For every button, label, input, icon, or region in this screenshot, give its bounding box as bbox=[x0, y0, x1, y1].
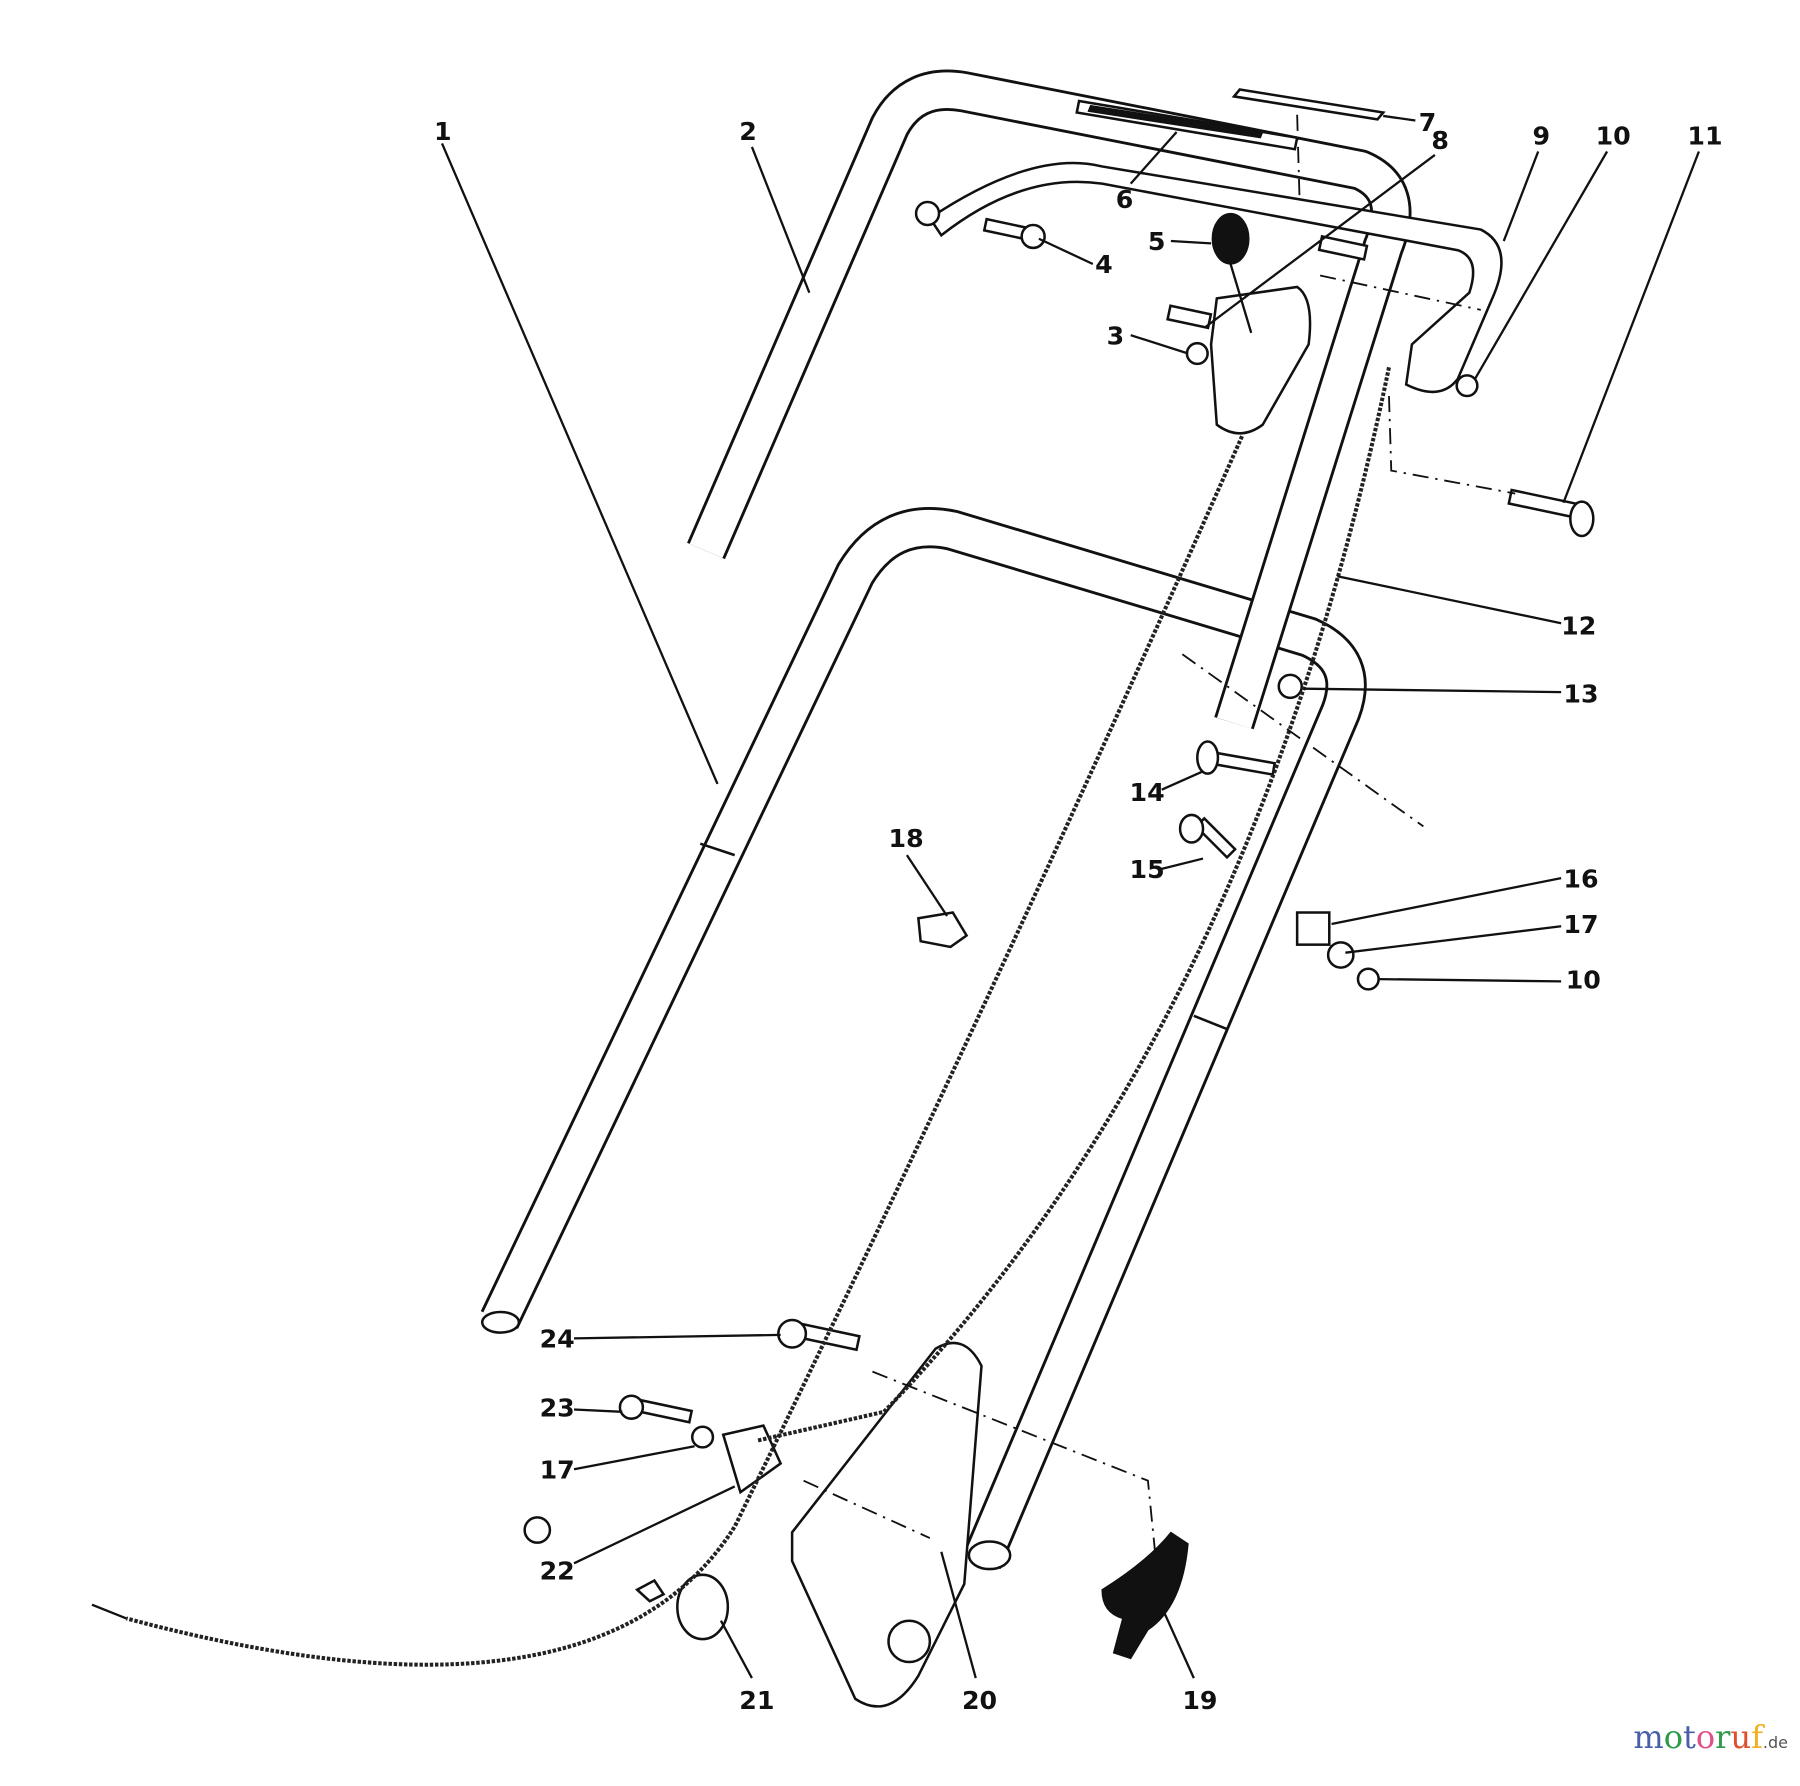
watermark-letter: r bbox=[1715, 1718, 1731, 1756]
control-bar bbox=[928, 161, 1503, 394]
callout-10-lower: 10 bbox=[1566, 965, 1601, 994]
watermark-letter: f bbox=[1751, 1718, 1763, 1756]
callout-6: 6 bbox=[1116, 185, 1134, 214]
watermark-logo: motoruf.de bbox=[1633, 1718, 1788, 1756]
callout-22: 22 bbox=[540, 1556, 575, 1585]
callout-2: 2 bbox=[739, 117, 757, 146]
callout-4: 4 bbox=[1095, 250, 1113, 279]
throttle-control bbox=[1209, 212, 1312, 435]
callout-16: 16 bbox=[1563, 864, 1598, 893]
callout-15: 15 bbox=[1130, 855, 1165, 884]
callout-8: 8 bbox=[1431, 126, 1449, 155]
callout-14: 14 bbox=[1130, 778, 1165, 807]
callout-10: 10 bbox=[1596, 122, 1631, 151]
callout-13: 13 bbox=[1563, 679, 1598, 708]
knob bbox=[1101, 1531, 1189, 1660]
watermark-letter: t bbox=[1683, 1718, 1696, 1756]
callout-7: 7 bbox=[1419, 108, 1437, 137]
watermark-letter: o bbox=[1695, 1718, 1716, 1756]
callout-21: 21 bbox=[739, 1686, 774, 1715]
callout-24: 24 bbox=[540, 1325, 575, 1354]
decal bbox=[1231, 88, 1386, 121]
lower-handle bbox=[480, 507, 1367, 1571]
watermark-letter: u bbox=[1730, 1718, 1752, 1756]
callout-11: 11 bbox=[1687, 122, 1722, 151]
bolts bbox=[523, 200, 1595, 1641]
watermark-suffix: .de bbox=[1762, 1733, 1788, 1752]
callout-labels: 1 2 3 4 5 6 7 8 9 10 11 12 13 14 15 16 1… bbox=[434, 108, 1723, 1715]
callout-9: 9 bbox=[1532, 122, 1550, 151]
watermark-letter: m bbox=[1633, 1718, 1664, 1756]
callout-5: 5 bbox=[1148, 227, 1166, 256]
callout-19: 19 bbox=[1182, 1686, 1217, 1715]
callout-1: 1 bbox=[434, 117, 452, 146]
callout-20: 20 bbox=[962, 1686, 997, 1715]
control-cable bbox=[757, 366, 1391, 1443]
callout-3: 3 bbox=[1107, 321, 1125, 350]
callout-23: 23 bbox=[540, 1393, 575, 1422]
callout-17: 17 bbox=[1563, 910, 1598, 939]
callout-12: 12 bbox=[1561, 612, 1596, 641]
side-plate bbox=[790, 1341, 983, 1708]
watermark-letter: o bbox=[1663, 1718, 1684, 1756]
watermark-text: motoruf bbox=[1633, 1718, 1762, 1756]
callout-17-lower: 17 bbox=[540, 1455, 575, 1484]
throttle-cable bbox=[125, 435, 1244, 1667]
leader-lines bbox=[440, 114, 1700, 1679]
callout-18: 18 bbox=[889, 824, 924, 853]
